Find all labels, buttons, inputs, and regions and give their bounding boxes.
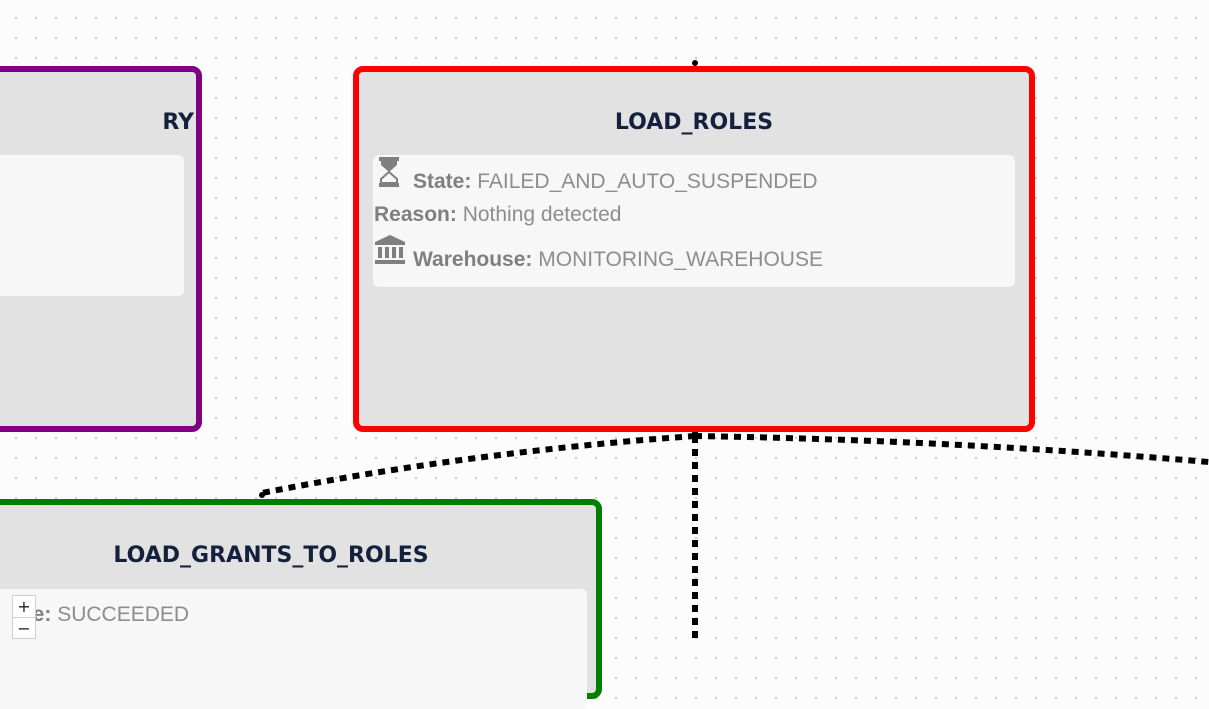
node-details-panel: ate: SUCCEEDED bbox=[0, 589, 587, 709]
reason-label: Reason: bbox=[374, 203, 457, 226]
bank-icon bbox=[375, 235, 405, 264]
state-row: ate: SUCCEEDED bbox=[14, 603, 189, 627]
task-node-load-roles[interactable]: LOAD_ROLES State: FAILED_AND_AUTO_SUSPEN… bbox=[353, 66, 1035, 432]
reason-row: Reason: Nothing detected bbox=[374, 203, 622, 227]
node-title: LOAD_GRANTS_TO_ROLES bbox=[113, 543, 429, 568]
node-details-panel: State: FAILED_AND_AUTO_SUSPENDED Reason:… bbox=[373, 155, 1015, 287]
node-details-panel bbox=[0, 155, 184, 296]
edge-load-roles-to-right bbox=[694, 433, 1209, 465]
task-node-partial-left[interactable]: RY bbox=[0, 66, 202, 432]
node-title: RY bbox=[162, 110, 194, 135]
state-value: SUCCEEDED bbox=[57, 603, 190, 626]
zoom-in-button[interactable]: + bbox=[17, 597, 31, 616]
zoom-controls: + − bbox=[12, 595, 36, 639]
state-label: State: bbox=[413, 170, 472, 193]
warehouse-row: Warehouse: MONITORING_WAREHOUSE bbox=[413, 248, 823, 272]
edge-handle-load-roles-top[interactable] bbox=[692, 60, 698, 66]
zoom-out-button[interactable]: − bbox=[13, 617, 35, 639]
edge-handle-load-grants-top[interactable] bbox=[259, 492, 265, 498]
state-row: State: FAILED_AND_AUTO_SUSPENDED bbox=[413, 170, 818, 194]
task-node-load-grants-to-roles[interactable]: LOAD_GRANTS_TO_ROLES ate: SUCCEEDED bbox=[0, 499, 602, 709]
edge-load-roles-to-load-grants bbox=[261, 433, 696, 496]
state-value: FAILED_AND_AUTO_SUSPENDED bbox=[477, 170, 818, 193]
hourglass-icon bbox=[379, 157, 399, 187]
reason-value: Nothing detected bbox=[462, 203, 622, 226]
warehouse-label: Warehouse: bbox=[413, 248, 533, 271]
warehouse-value: MONITORING_WAREHOUSE bbox=[538, 248, 823, 271]
node-title: LOAD_ROLES bbox=[614, 110, 774, 135]
